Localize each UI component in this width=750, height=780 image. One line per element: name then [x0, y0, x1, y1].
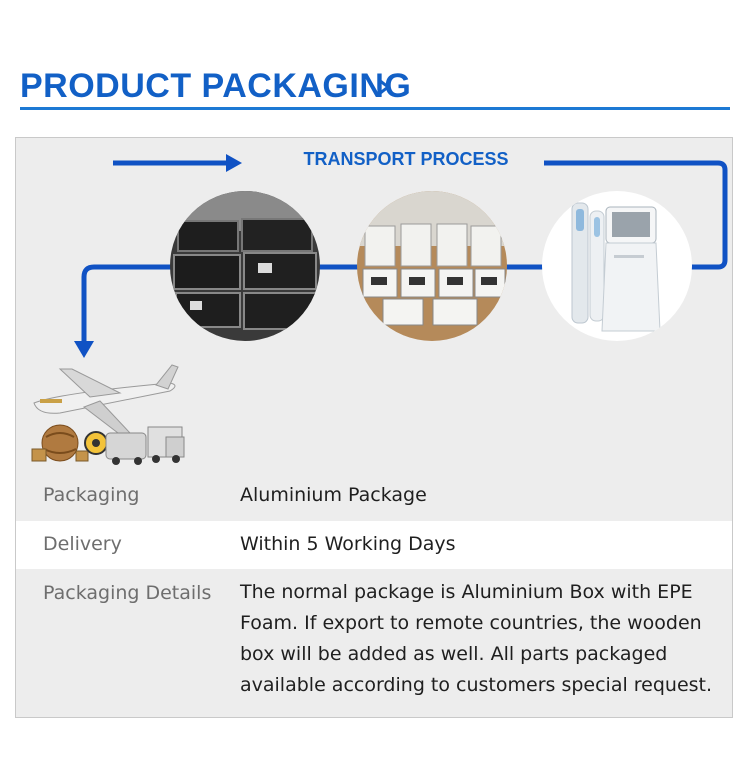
spec-label-delivery: Delivery: [43, 533, 122, 555]
transport-process-diagram: [74, 154, 728, 358]
arrow-right-icon: [113, 154, 242, 172]
section-title: PRODUCT PACKAGING: [20, 67, 412, 105]
aluminium-cases-photo: [170, 191, 320, 341]
machine-photo: [542, 191, 692, 341]
process-title: TRANSPORT PROCESS: [303, 149, 509, 169]
open-boxes-photo: [357, 191, 507, 341]
table-row: Delivery Within 5 Working Days: [16, 521, 732, 569]
table-row: Packaging Aluminium Package: [16, 473, 732, 521]
packaging-panel: TRANSPORT PROCESS: [15, 137, 733, 718]
spec-value-packaging-details: The normal package is Aluminium Box with…: [240, 581, 713, 696]
airplane-truck-photo: [20, 353, 190, 468]
spec-value-packaging: Aluminium Package: [240, 484, 427, 506]
header-divider: [20, 107, 730, 110]
section-header: PRODUCT PACKAGING: [20, 66, 730, 112]
spec-label-packaging: Packaging: [43, 484, 140, 506]
flow-connector: [81, 160, 728, 343]
chevron-right-icon: [378, 78, 391, 96]
table-row: Packaging Details The normal package is …: [16, 569, 732, 717]
spec-value-delivery: Within 5 Working Days: [240, 533, 456, 555]
spec-label-packaging-details: Packaging Details: [43, 582, 212, 604]
arrow-down-icon: [74, 341, 94, 358]
